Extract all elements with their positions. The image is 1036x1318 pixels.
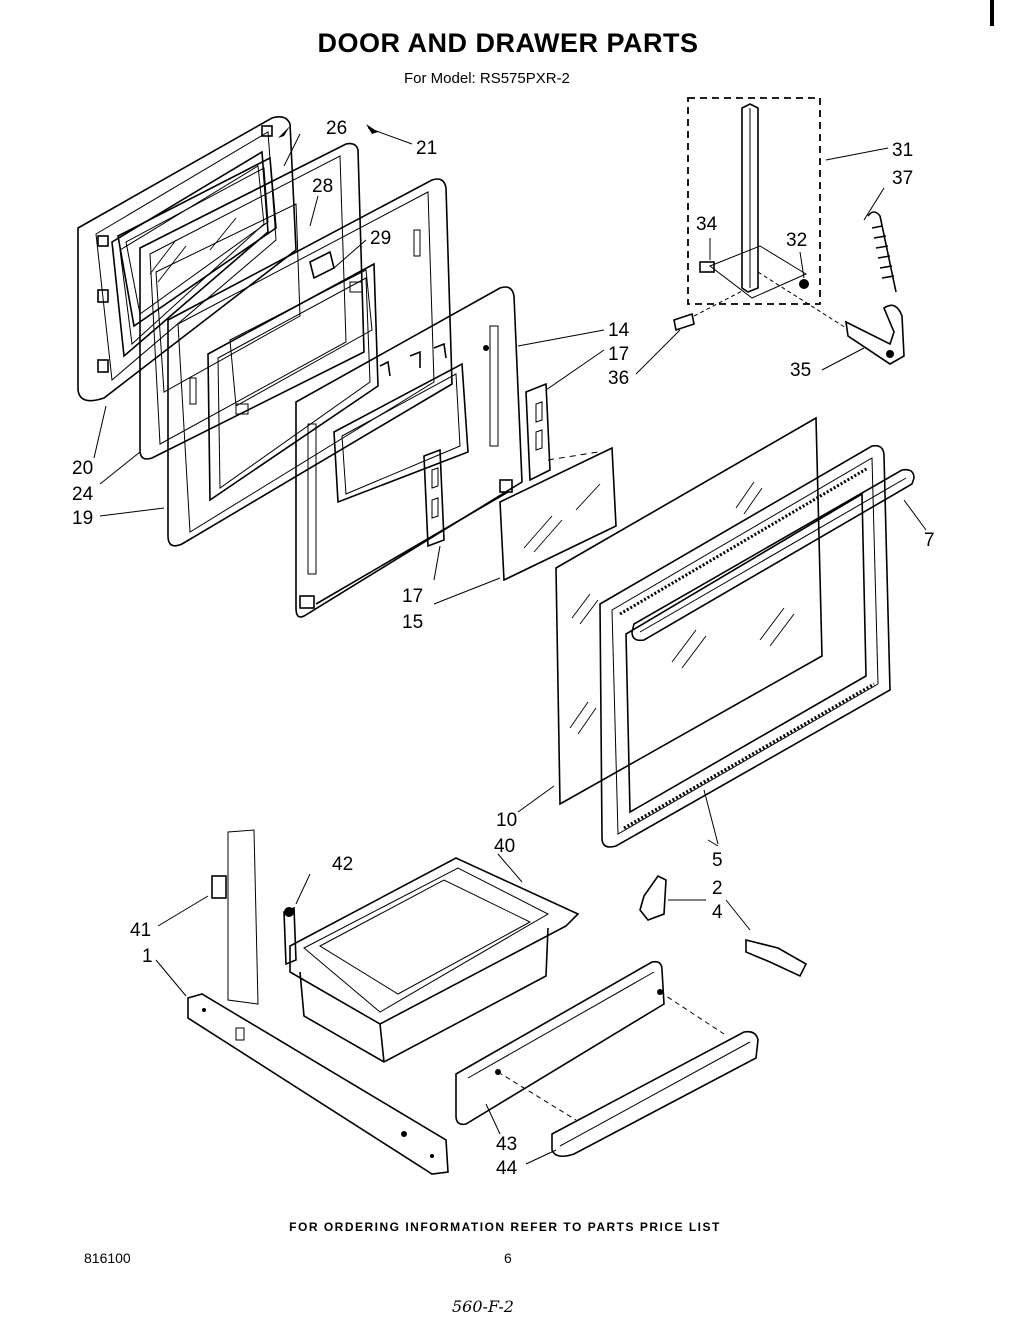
- callout-7: 7: [924, 530, 935, 551]
- callout-4: 4: [712, 902, 723, 923]
- outer-door: [599, 444, 891, 848]
- small-window-glass: [499, 446, 617, 582]
- hinge-spring: [867, 211, 897, 293]
- callout-24: 24: [72, 484, 94, 505]
- callout-37: 37: [892, 168, 913, 189]
- callout-15: 15: [402, 612, 423, 633]
- door-gasket: [139, 142, 365, 460]
- callout-20: 20: [72, 458, 93, 479]
- page-title: DOOR AND DRAWER PARTS: [317, 28, 699, 58]
- callout-32: 32: [786, 230, 807, 251]
- callout-42: 42: [332, 854, 353, 875]
- callout-28: 28: [312, 176, 333, 197]
- hinge-bracket-right: [525, 382, 551, 482]
- drawer-slide-clip: [745, 938, 808, 978]
- drawer-front-panel: [455, 960, 725, 1126]
- drawer-support-rail: [187, 993, 449, 1175]
- ordering-info-note: FOR ORDERING INFORMATION REFER TO PARTS …: [289, 1220, 721, 1234]
- callout-41: 41: [130, 920, 151, 941]
- callout-29: 29: [370, 228, 391, 249]
- hinge-assembly: [673, 97, 847, 332]
- callout-19: 19: [72, 508, 93, 529]
- callout-17-lower: 17: [402, 586, 423, 607]
- callout-1: 1: [142, 946, 153, 967]
- callout-26: 26: [326, 118, 347, 139]
- page-number: 6: [504, 1250, 512, 1266]
- drawer-pan: [289, 857, 580, 1063]
- scan-mark: [990, 0, 994, 26]
- callout-36: 36: [608, 368, 629, 389]
- leader-lines: [93, 124, 927, 1165]
- drawer-screw: [283, 906, 297, 966]
- callout-14: 14: [608, 320, 630, 341]
- hinge-bracket-left: [423, 448, 445, 548]
- drawer-handle: [551, 1030, 759, 1158]
- model-subtitle: For Model: RS575PXR-2: [404, 70, 570, 87]
- callout-44: 44: [496, 1158, 518, 1179]
- document-number: 816100: [84, 1250, 131, 1266]
- callout-35: 35: [790, 360, 811, 381]
- callout-2: 2: [712, 878, 723, 899]
- drawer-rail-left: [211, 829, 259, 1005]
- callout-10: 10: [496, 810, 517, 831]
- callout-40: 40: [494, 836, 515, 857]
- door-handle: [631, 468, 915, 642]
- door-frame: [167, 178, 453, 547]
- callout-5: 5: [712, 850, 723, 871]
- callout-43: 43: [496, 1134, 517, 1155]
- inner-door-panel: [295, 286, 523, 618]
- callout-34: 34: [696, 214, 718, 235]
- handwritten-note: 560-F-2: [452, 1297, 514, 1316]
- inner-window-frame: [117, 156, 277, 328]
- outer-door-glass: [555, 416, 823, 806]
- drawer-slide-bracket: [639, 874, 667, 921]
- callout-17: 17: [608, 344, 629, 365]
- callout-21: 21: [416, 138, 437, 159]
- door-back-panel: [77, 116, 297, 402]
- callout-31: 31: [892, 140, 913, 161]
- hinge-arm: [844, 304, 905, 365]
